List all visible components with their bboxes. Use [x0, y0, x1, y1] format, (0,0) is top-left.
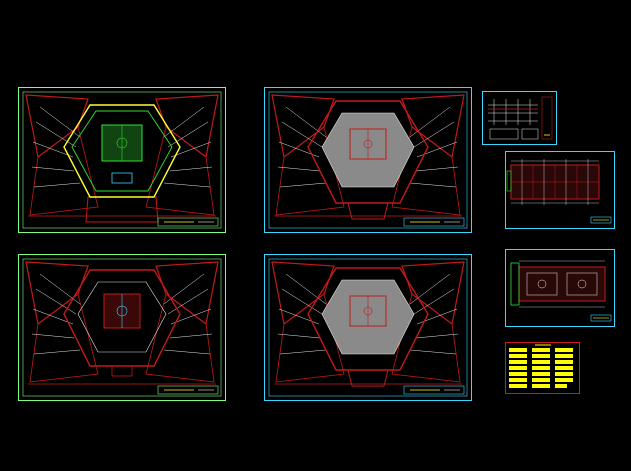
- drawing-sheet-hall-plan-2[interactable]: [505, 249, 615, 327]
- drawing-sheet-detail[interactable]: [482, 91, 557, 145]
- drawing-sheet-arena-plan-4[interactable]: [264, 254, 472, 401]
- arena-plan-graphic: [18, 254, 226, 401]
- drawing-sheet-arena-plan-3[interactable]: [18, 254, 226, 401]
- arena-plan-graphic: [264, 87, 472, 233]
- arena-plan-graphic: [18, 87, 226, 233]
- drawing-sheet-hall-plan-1[interactable]: [505, 151, 615, 229]
- detail-graphic: [482, 91, 557, 145]
- drawing-sheet-legend-table[interactable]: [505, 342, 580, 394]
- hall-plan-graphic: [505, 151, 615, 229]
- legend-table-graphic: [505, 342, 580, 394]
- drawing-sheet-arena-plan-2[interactable]: [264, 87, 472, 233]
- drawing-sheet-arena-plan-1[interactable]: [18, 87, 226, 233]
- arena-plan-graphic: [264, 254, 472, 401]
- hall-plan-graphic: [505, 249, 615, 327]
